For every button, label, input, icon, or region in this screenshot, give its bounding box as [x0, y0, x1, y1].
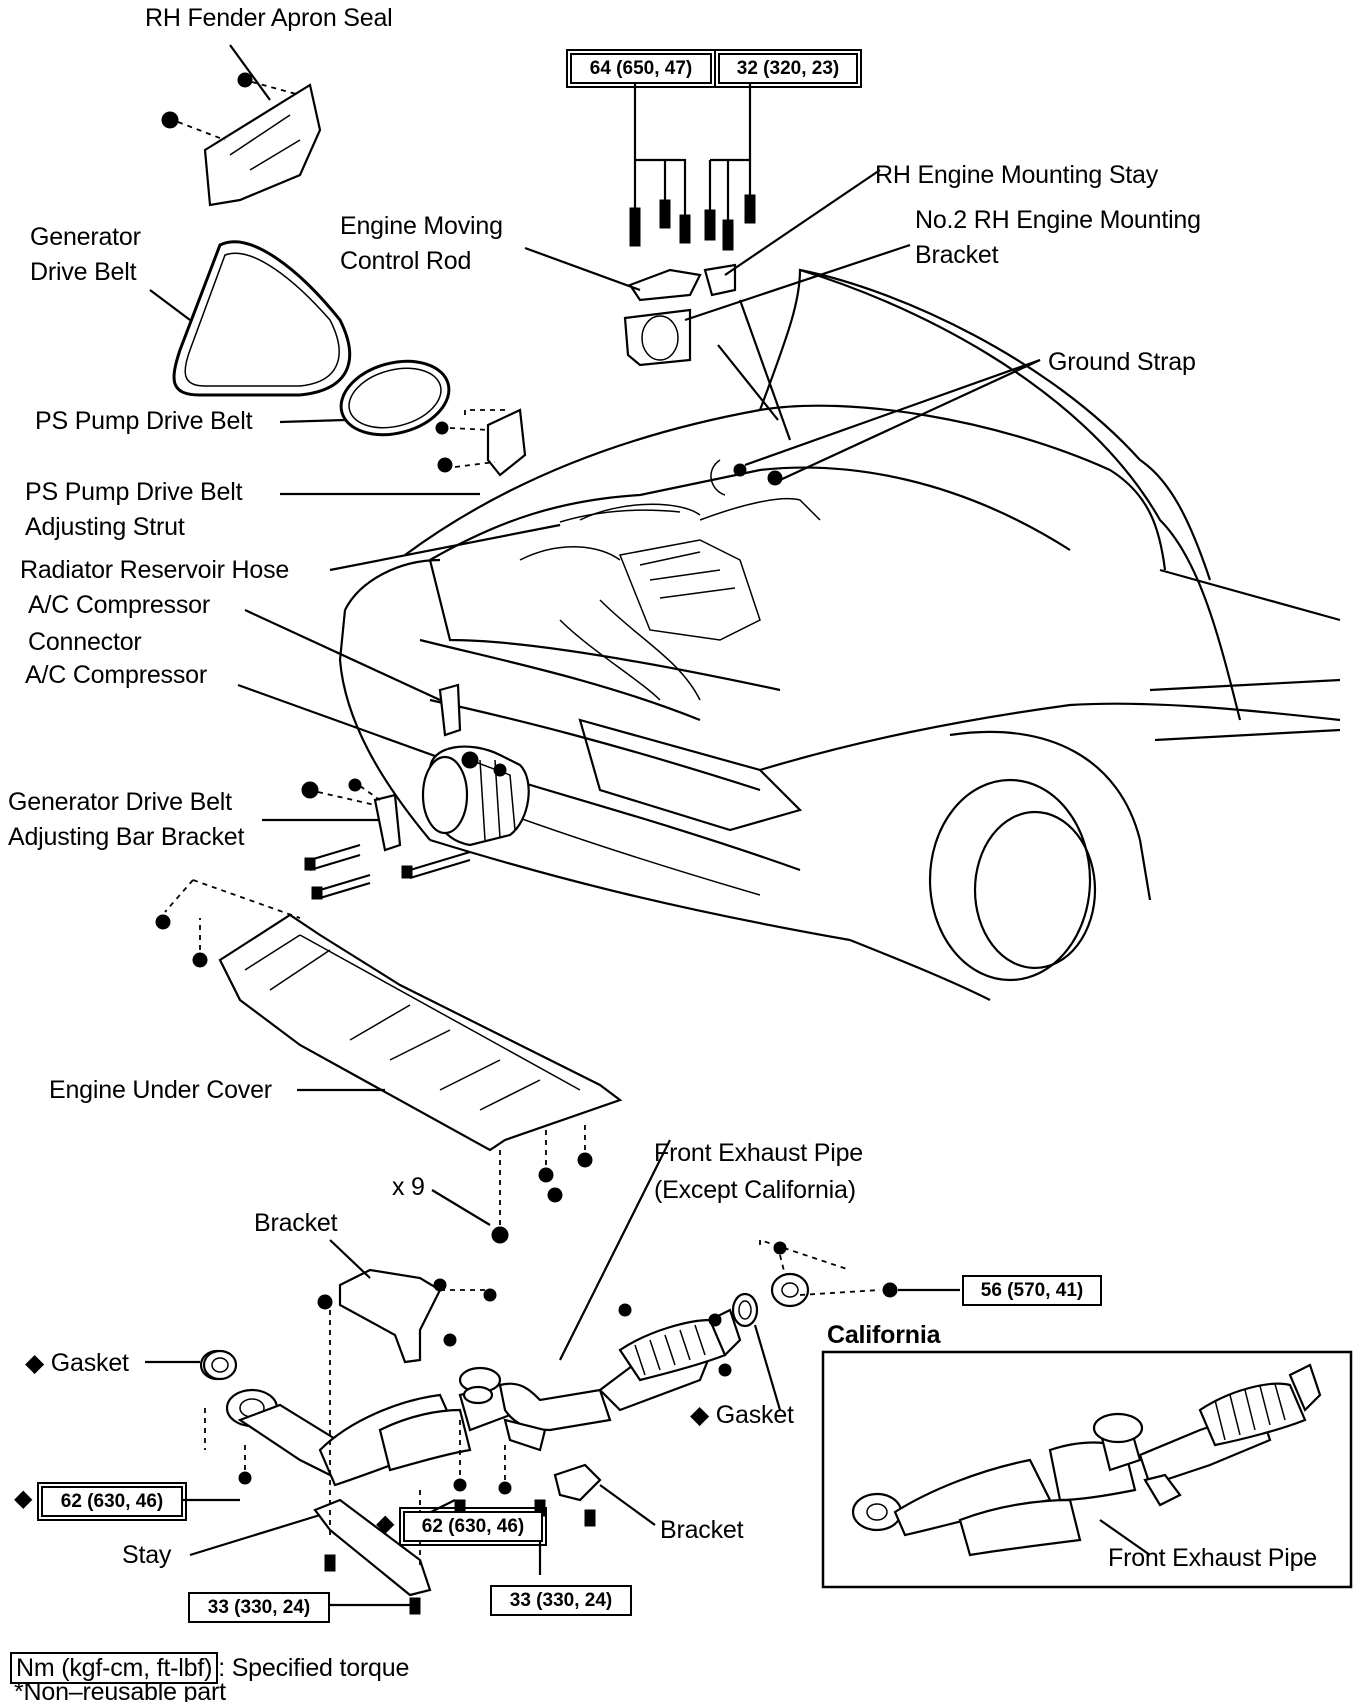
torque-box-32: 32 (320, 23) [714, 49, 862, 88]
label-ps-pump-adjusting-strut-line2: Adjusting Strut [25, 513, 185, 541]
exhaust-system-part [145, 1139, 960, 1615]
label-engine-moving-control-rod-line2: Control Rod [340, 247, 472, 275]
torque-box-62-left: 62 (630, 46) [37, 1482, 187, 1521]
car-body [338, 268, 1341, 1001]
non-reusable-diamond-icon: ◆ [376, 1510, 395, 1537]
label-generator-drive-belt-line1: Generator [30, 223, 141, 251]
torque-box-62-mid: 62 (630, 46) [399, 1507, 547, 1546]
label-stay: Stay [122, 1541, 172, 1569]
engine-mount-parts [524, 80, 911, 367]
label-ac-compressor-connector-line2: Connector [28, 628, 142, 656]
label-engine-under-cover: Engine Under Cover [49, 1076, 272, 1104]
label-bracket-top: Bracket [254, 1209, 338, 1237]
fender-apron-seal-part [161, 44, 322, 207]
generator-belt-part [149, 240, 451, 437]
non-reusable-diamond-icon: ◆ [690, 1401, 710, 1429]
label-rh-engine-mounting-stay: RH Engine Mounting Stay [875, 161, 1159, 189]
label-bracket-bottom: Bracket [660, 1516, 744, 1544]
ac-compressor-part [237, 609, 530, 847]
torque-box-64: 64 (650, 47) [566, 49, 716, 88]
legend-torque: Nm (kgf-cm, ft-lbf): Specified torque [10, 1652, 410, 1684]
label-gasket-left-text: Gasket [50, 1349, 129, 1377]
non-reusable-diamond-icon: ◆ [25, 1349, 45, 1377]
label-california: California [827, 1321, 941, 1349]
label-rh-fender-apron-seal: RH Fender Apron Seal [145, 4, 393, 32]
adjusting-bar-bracket-part [262, 778, 471, 900]
label-ac-compressor-connector-line1: A/C Compressor [28, 591, 210, 619]
legend-non-reusable: *Non–reusable part [14, 1682, 226, 1702]
label-front-exhaust-pipe-ca: Front Exhaust Pipe [1108, 1544, 1318, 1572]
label-ps-pump-adjusting-strut-line1: PS Pump Drive Belt [25, 478, 243, 506]
label-no2-rh-engine-mounting-bracket-line2: Bracket [915, 241, 999, 269]
label-front-exhaust-pipe-exc-ca-line2: (Except California) [654, 1176, 856, 1204]
torque-box-33-mid: 33 (330, 24) [490, 1585, 632, 1616]
label-generator-drive-belt-line2: Drive Belt [30, 258, 137, 286]
legend-unit-text: : Specified torque [218, 1654, 410, 1682]
ground-strap-leaders [710, 358, 1041, 496]
label-ac-compressor: A/C Compressor [25, 661, 207, 689]
label-x9: x 9 [392, 1173, 425, 1201]
label-radiator-reservoir-hose: Radiator Reservoir Hose [20, 556, 290, 584]
ps-pump-strut-part [280, 408, 527, 496]
label-ground-strap: Ground Strap [1048, 348, 1196, 376]
label-gen-adjusting-bar-bracket-line1: Generator Drive Belt [8, 788, 232, 816]
label-gasket-left: ◆ Gasket [25, 1348, 129, 1378]
non-reusable-diamond-icon: ◆ [14, 1485, 33, 1512]
label-front-exhaust-pipe-exc-ca-line1: Front Exhaust Pipe [654, 1139, 864, 1167]
engine-under-cover-part [155, 879, 623, 1244]
label-gasket-right: ◆ Gasket [690, 1400, 794, 1430]
torque-box-56: 56 (570, 41) [962, 1275, 1102, 1306]
legend-unit-box: Nm (kgf-cm, ft-lbf) [10, 1652, 219, 1684]
california-inset [821, 1350, 1353, 1589]
label-ps-pump-drive-belt: PS Pump Drive Belt [35, 407, 253, 435]
torque-box-33-left: 33 (330, 24) [188, 1592, 330, 1623]
label-engine-moving-control-rod-line1: Engine Moving [340, 212, 503, 240]
radiator-hose-leader [329, 523, 561, 572]
label-gasket-right-text: Gasket [715, 1401, 794, 1429]
label-no2-rh-engine-mounting-bracket-line1: No.2 RH Engine Mounting [915, 206, 1201, 234]
label-gen-adjusting-bar-bracket-line2: Adjusting Bar Bracket [8, 823, 245, 851]
